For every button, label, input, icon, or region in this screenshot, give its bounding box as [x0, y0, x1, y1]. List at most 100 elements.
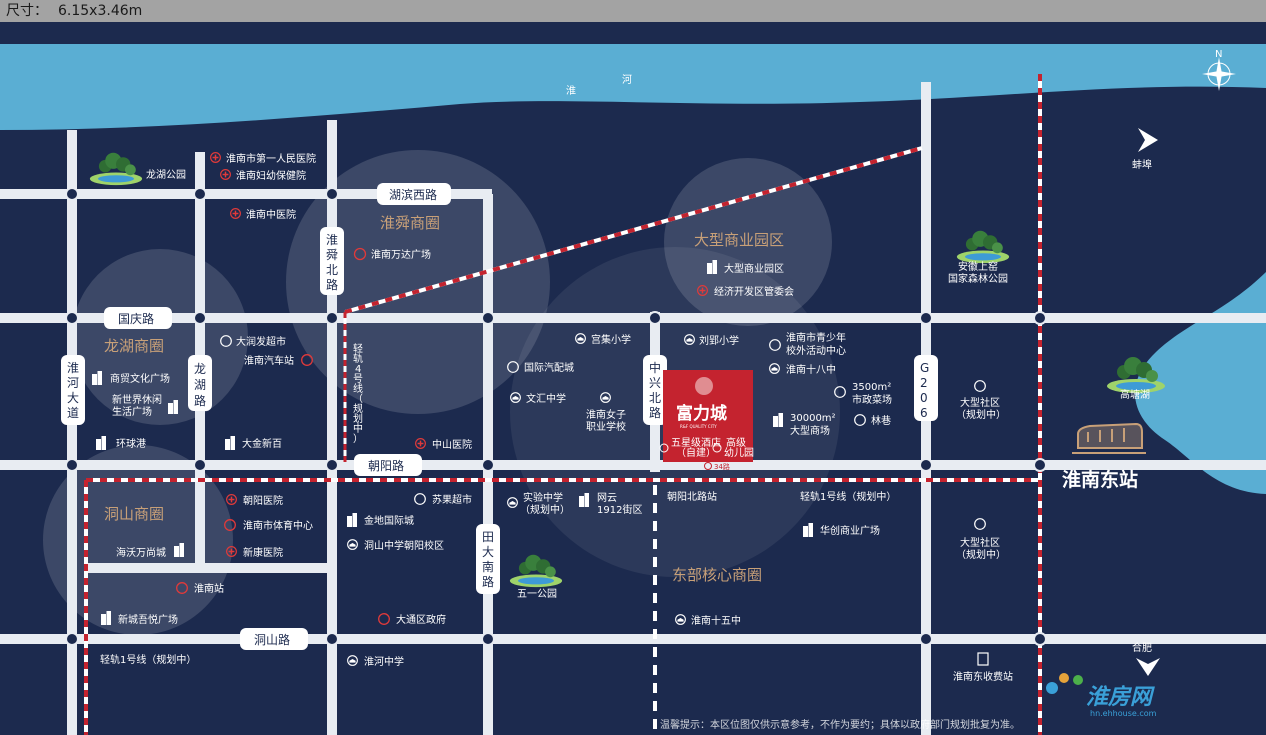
compass-icon [1202, 57, 1236, 91]
road-huaihe-3: 大 [67, 391, 79, 405]
watermark-url: hn.ehhouse.com [1090, 709, 1157, 718]
poi-no18: 淮南十八中 [786, 363, 836, 376]
rail-lines [84, 74, 1042, 735]
dimension-bar: 尺寸： 6.15x3.46m [0, 0, 1266, 22]
road-tianda-4: 路 [482, 574, 494, 589]
direction-hefei: 合肥 [1132, 641, 1152, 654]
poi-community-1a: 大型社区 [960, 396, 1000, 409]
road-huaishun-north-1: 淮 [326, 233, 338, 247]
direction-bengbu: 蚌埠 [1132, 158, 1152, 171]
poi-dajin: 大金新百 [242, 437, 282, 450]
road-longhu-3: 路 [194, 393, 206, 408]
market-icon [834, 386, 846, 398]
road-chaoyang: 朝阳路 [368, 458, 404, 473]
road-huaihe-2: 河 [67, 376, 79, 390]
location-map: 淮 河 [0, 22, 1266, 735]
bus-icon [301, 354, 313, 366]
rail4-label: 轻 轨 4 号 线 （ 规 划 中 ） [353, 342, 363, 445]
project-hotel-1: 五星级酒店 [671, 436, 721, 449]
sports-center-icon [224, 519, 236, 531]
road-dongshan: 洞山路 [254, 632, 290, 647]
poi-girls-1: 淮南女子 [586, 408, 626, 421]
project-logo-icon [695, 377, 713, 395]
project-subtitle: R&F QUALITY CITY [680, 424, 717, 429]
road-zhongxing-1: 中 [649, 360, 661, 375]
project-name: 富力城 [676, 403, 727, 424]
poi-rail1-east: 轻轨1号线（规划中） [800, 490, 896, 503]
poi-xincheng: 新城吾悦广场 [118, 613, 178, 626]
project-kinder-1: 高级 [726, 436, 746, 449]
project-kinder-2: 幼儿园 [724, 446, 754, 459]
supermarket-icon [220, 335, 232, 347]
zone-circle-big-commercial [664, 158, 832, 326]
project-block: 富力城 R&F QUALITY CITY 五星级酒店 （自建） 高级 幼儿园 [659, 370, 754, 462]
poi-chaoyang-hosp: 朝阳医院 [243, 494, 283, 507]
hotel-icon [659, 443, 669, 453]
road-guoqing: 国庆路 [118, 311, 154, 326]
bus-stop-icon [704, 462, 712, 470]
rail4-char-9: 中 [353, 422, 363, 435]
road-zhongxing-4: 路 [649, 405, 661, 420]
rail4-char-10: ） [353, 433, 363, 445]
poi-liuying: 刘郢小学 [699, 334, 739, 347]
project-bus: 34路 [714, 462, 730, 471]
poi-toll: 淮南东收费站 [953, 670, 1013, 683]
community-icon [974, 380, 986, 392]
poi-trade-plaza: 商贸文化广场 [110, 372, 170, 385]
poi-shiyan-2: （规划中） [520, 503, 570, 516]
poi-shiyan-1: 实验中学 [523, 491, 563, 504]
road-longhu-1: 龙 [194, 362, 206, 376]
disclaimer: 温馨提示：本区位图仅供示意参考，不作为要约；具体以政府部门规划批复为准。 [660, 718, 1020, 731]
road-g206-2: 2 [920, 376, 928, 390]
intersections [65, 187, 1047, 646]
poi-huaihe-sch: 淮河中学 [364, 655, 404, 668]
poi-zhongshan: 中山医院 [432, 438, 472, 451]
road-zhongxing-2: 兴 [649, 376, 661, 390]
river-name-char-2: 河 [622, 74, 632, 86]
poi-wanda: 淮南万达广场 [371, 248, 431, 261]
poi-dongshan-sch: 洞山中学朝阳校区 [364, 539, 444, 552]
road-huaihe-4: 道 [67, 406, 79, 420]
poi-mall: 大型商场 [790, 424, 830, 437]
poi-huainan-sta: 淮南站 [194, 582, 224, 595]
watermark-logo-icon [1046, 682, 1058, 694]
road-huaibin-west: 湖滨西路 [389, 187, 437, 202]
poi-bus-station: 淮南汽车站 [244, 354, 294, 367]
mall-icon [353, 247, 367, 261]
poi-longhu-park: 龙湖公园 [146, 168, 186, 181]
zone-east-core: 东部核心商圈 [672, 566, 762, 584]
rail4-char-8: 划 [353, 412, 363, 425]
zone-big-commercial: 大型商业园区 [694, 231, 784, 249]
road-g206-4: 6 [920, 406, 928, 420]
station-icon [176, 582, 188, 594]
poi-linxiang: 林巷 [871, 414, 891, 427]
car-icon [507, 361, 519, 373]
road-tianda-2: 大 [482, 545, 494, 559]
zone-huaishun: 淮舜商圈 [380, 214, 440, 232]
poi-wuyi: 五一公园 [517, 588, 557, 600]
poi-wenhui: 文汇中学 [526, 392, 566, 405]
poi-first-hospital: 淮南市第一人民医院 [226, 152, 316, 165]
arrow-right-icon [1138, 128, 1158, 152]
poi-chaoyang-north-sta: 朝阳北路站 [667, 490, 717, 503]
poi-wangyun-2: 1912街区 [597, 503, 642, 516]
poi-market: 市政菜场 [852, 393, 892, 406]
government-icon [378, 613, 390, 625]
size-value: 6.15x3.46m [58, 3, 143, 19]
zone-circles [43, 150, 840, 635]
poi-datong-gov: 大通区政府 [396, 613, 446, 626]
watermark-brand: 淮房网 [1086, 685, 1155, 710]
rail4-char-4: 号 [353, 373, 363, 385]
poi-maternal: 淮南妇幼保健院 [236, 169, 306, 182]
rail4-char-1: 轻 [353, 342, 363, 355]
road-labels: 湖滨西路 淮 舜 北 路 国庆路 淮 河 大 道 龙 湖 路 朝阳路 田 大 南… [61, 183, 938, 650]
poi-dev-committee: 经济开发区管委会 [714, 285, 794, 298]
poi-runfa: 大润发超市 [236, 335, 286, 348]
toll-icon [977, 652, 989, 666]
project-hotel-2: （自建） [676, 446, 716, 459]
poi-huanqiu: 环球港 [116, 437, 146, 450]
poi-leisure-2: 生活广场 [112, 405, 152, 418]
poi-forest-park-1: 安徽上窑 [958, 260, 998, 273]
watermark: 淮房网 hn.ehhouse.com [1046, 673, 1157, 718]
huaihe-river [0, 44, 1266, 130]
